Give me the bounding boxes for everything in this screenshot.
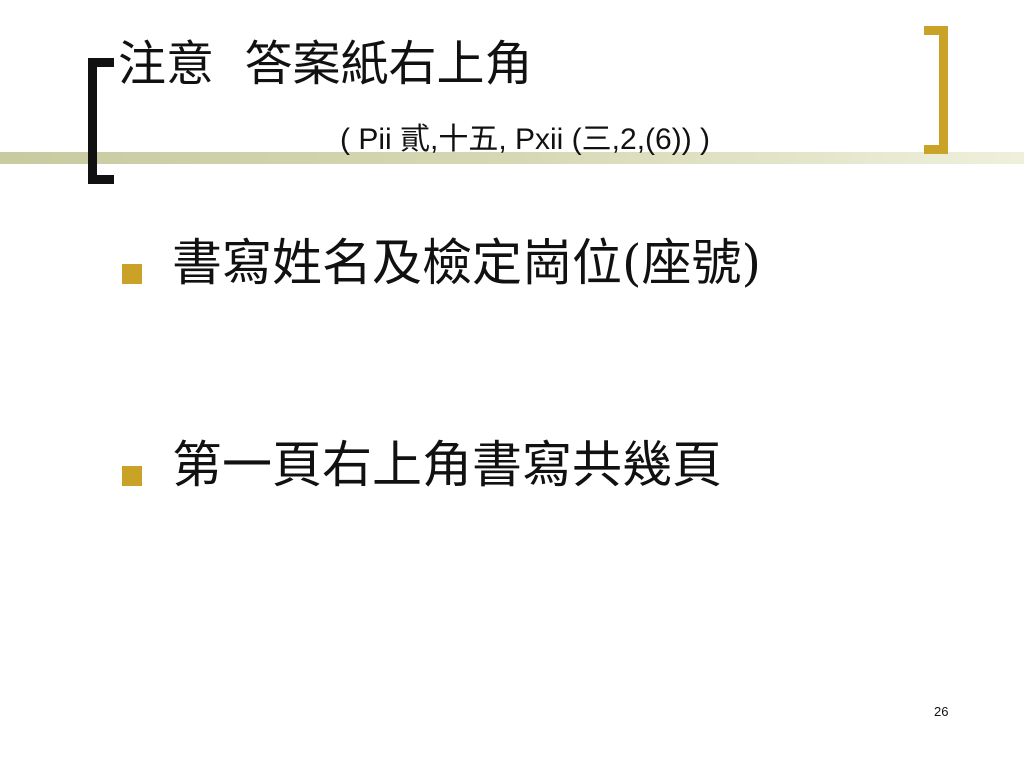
slide-subtitle: ( Pii 貳,十五, Pxii (三,2,(6)) ) [340,123,711,156]
bullet-item: 書寫姓名及檢定崗位(座號) [118,232,908,294]
square-bullet-icon [122,466,142,486]
slide-title: 注意 答案紙右上角 [118,36,533,92]
right-bracket-decoration [924,26,948,154]
bullet-list: 書寫姓名及檢定崗位(座號) 第一頁右上角書寫共幾頁 [118,232,908,496]
bullet-item: 第一頁右上角書寫共幾頁 [118,434,908,496]
square-bullet-icon [122,264,142,284]
bullet-text: 第一頁右上角書寫共幾頁 [172,436,722,494]
bullet-text: 書寫姓名及檢定崗位(座號) [172,234,762,292]
left-bracket-decoration [88,58,114,184]
title-band-divider [0,152,1024,164]
page-number: 26 [934,704,949,719]
